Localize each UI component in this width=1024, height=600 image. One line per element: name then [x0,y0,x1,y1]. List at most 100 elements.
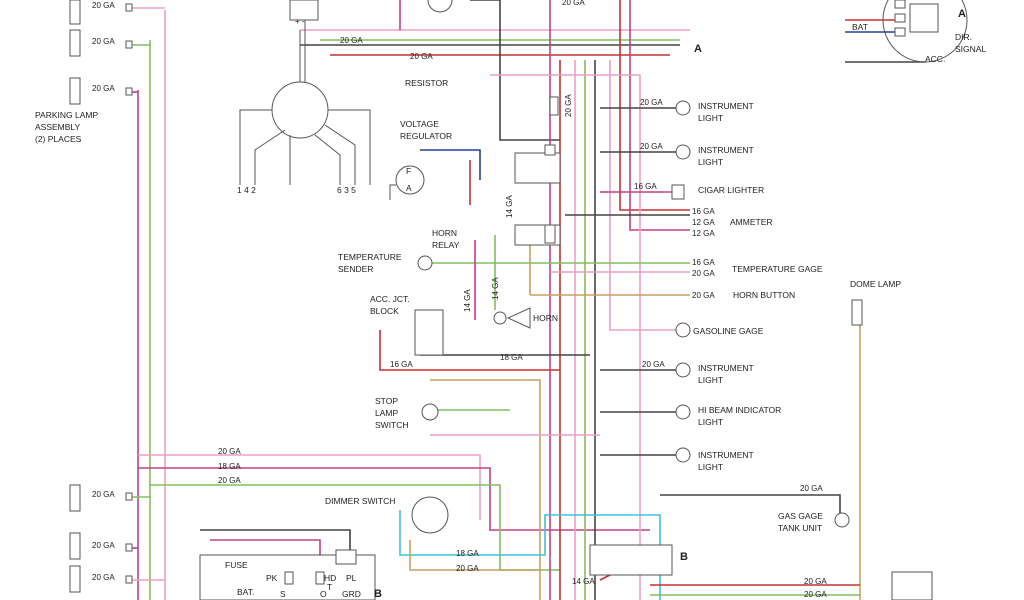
instrument-light-2 [675,144,691,160]
voltage-regulator-label: VOLTAGE [400,119,439,129]
instrument-light-3 [675,362,691,378]
instrument-light-label: LIGHT [698,462,723,472]
instrument-light-label: INSTRUMENT [698,450,754,460]
horn [506,307,531,329]
stop-lamp-switch [421,403,439,421]
fuse-label: FUSE [225,560,248,570]
wire-dimmer-tan [409,540,540,571]
gauge-label: 20 GA [692,291,715,300]
fuse-t-label: T [327,582,332,592]
gauge-label: 20 GA [640,98,663,107]
gauge-label: 12 GA [692,218,715,227]
fuse-pl-label: PL [346,573,357,583]
wire-pink-resistor [490,74,641,600]
dome-lamp-label: DOME LAMP [850,279,901,289]
stop-lamp-label: SWITCH [375,420,409,430]
gauge-label: 14 GA [491,277,500,300]
gauge-label: 20 GA [692,269,715,278]
gauge-label: 20 GA [218,476,241,485]
fuse-o-label: O [320,589,327,599]
stop-lamp-label: LAMP [375,408,398,418]
lamp-connector-1 [125,3,133,12]
top-gauge [427,0,453,13]
resistor-label: RESISTOR [405,78,448,88]
acc-jct-label: ACC. JCT. [370,294,410,304]
dir-signal-term-3 [894,27,906,37]
ammeter-label: AMMETER [730,217,773,227]
gauge-label: 20 GA [92,490,115,499]
wire-v-red2 [619,0,690,211]
wire-v-pink2 [609,60,680,331]
gasoline-gage [675,322,691,338]
dir-acc-label: ACC. [925,54,945,64]
instrument-light-1 [675,100,691,116]
gauge-label: 16 GA [390,360,413,369]
gauge-label: 20 GA [804,590,827,599]
generator-label-a: A [406,183,412,193]
components [69,0,968,600]
gas-gage-label: GAS GAGE [778,511,823,521]
regulator-terminal [544,144,556,156]
gauge-label: 16 GA [634,182,657,191]
gauge-label: 16 GA [692,258,715,267]
fuse-pk-label: PK [266,573,278,583]
temperature-sender-label: SENDER [338,264,373,274]
gauge-label: 20 GA [92,37,115,46]
instrument-light-label: LIGHT [698,375,723,385]
gauge-label: 20 GA [92,1,115,10]
labels: 20 GA 20 GA 20 GA 20 GA 20 GA 20 GA PARK… [35,0,986,600]
wire-h-magenta [138,467,650,531]
voltage-regulator [514,152,561,184]
gauge-label: 20 GA [562,0,585,7]
instrument-light-label: INSTRUMENT [698,363,754,373]
lamp-connector-2 [125,40,133,49]
dome-lamp [851,299,863,326]
plus-minus-label: + - [295,17,305,26]
dimmer-plug [335,549,357,565]
resistor [549,96,559,116]
wire-acc-red [379,330,560,371]
wire-gasgage [660,494,841,515]
fuse-bat-label: BAT. [237,587,254,597]
fuse-grd-label: GRD [342,589,361,599]
temperature-gage-label: TEMPERATURE GAGE [732,264,823,274]
stop-lamp-label: STOP [375,396,398,406]
headlamp-switch [271,81,329,139]
connector-b [589,544,673,576]
dir-signal-body [909,3,939,33]
wire-blue-gen [420,149,481,180]
gauge-label: 14 GA [463,289,472,312]
gauge-label: 20 GA [410,52,433,61]
bottom-right-unit [891,571,933,600]
gas-gage-label: TANK UNIT [778,523,822,533]
dir-bat-label: BAT [852,22,868,32]
cigar-lighter [671,184,685,200]
parking-lamp-label: (2) PLACES [35,134,82,144]
instrument-light-4 [675,447,691,463]
horn-relay-terminal [544,224,556,244]
gauge-label: 20 GA [92,541,115,550]
hi-beam-label: LIGHT [698,417,723,427]
instrument-light-label: LIGHT [698,157,723,167]
hi-beam-label: HI BEAM INDICATOR [698,405,781,415]
gauge-label: 14 GA [505,195,514,218]
wire-black-reg [470,0,560,141]
gauge-label: 20 GA [340,36,363,45]
wire-stop-tan [430,379,541,600]
parking-lamp-2 [69,29,81,57]
dir-signal-switch [882,0,968,63]
gauge-label: 12 GA [692,229,715,238]
gauge-label: 18 GA [500,353,523,362]
parking-lamp-label: PARKING LAMP [35,110,98,120]
gauge-label: 18 GA [218,462,241,471]
parking-lamp-label: ASSEMBLY [35,122,81,132]
gauge-label: 16 GA [692,207,715,216]
fuse-s-label: S [280,589,286,599]
instrument-light-label: LIGHT [698,113,723,123]
horn-button-label: HORN BUTTON [733,290,795,300]
lamp-connector-3 [125,87,133,96]
gasoline-gage-label: GASOLINE GAGE [693,326,764,336]
parking-lamp-4 [69,484,81,512]
dir-signal-label: DIR. [955,32,972,42]
